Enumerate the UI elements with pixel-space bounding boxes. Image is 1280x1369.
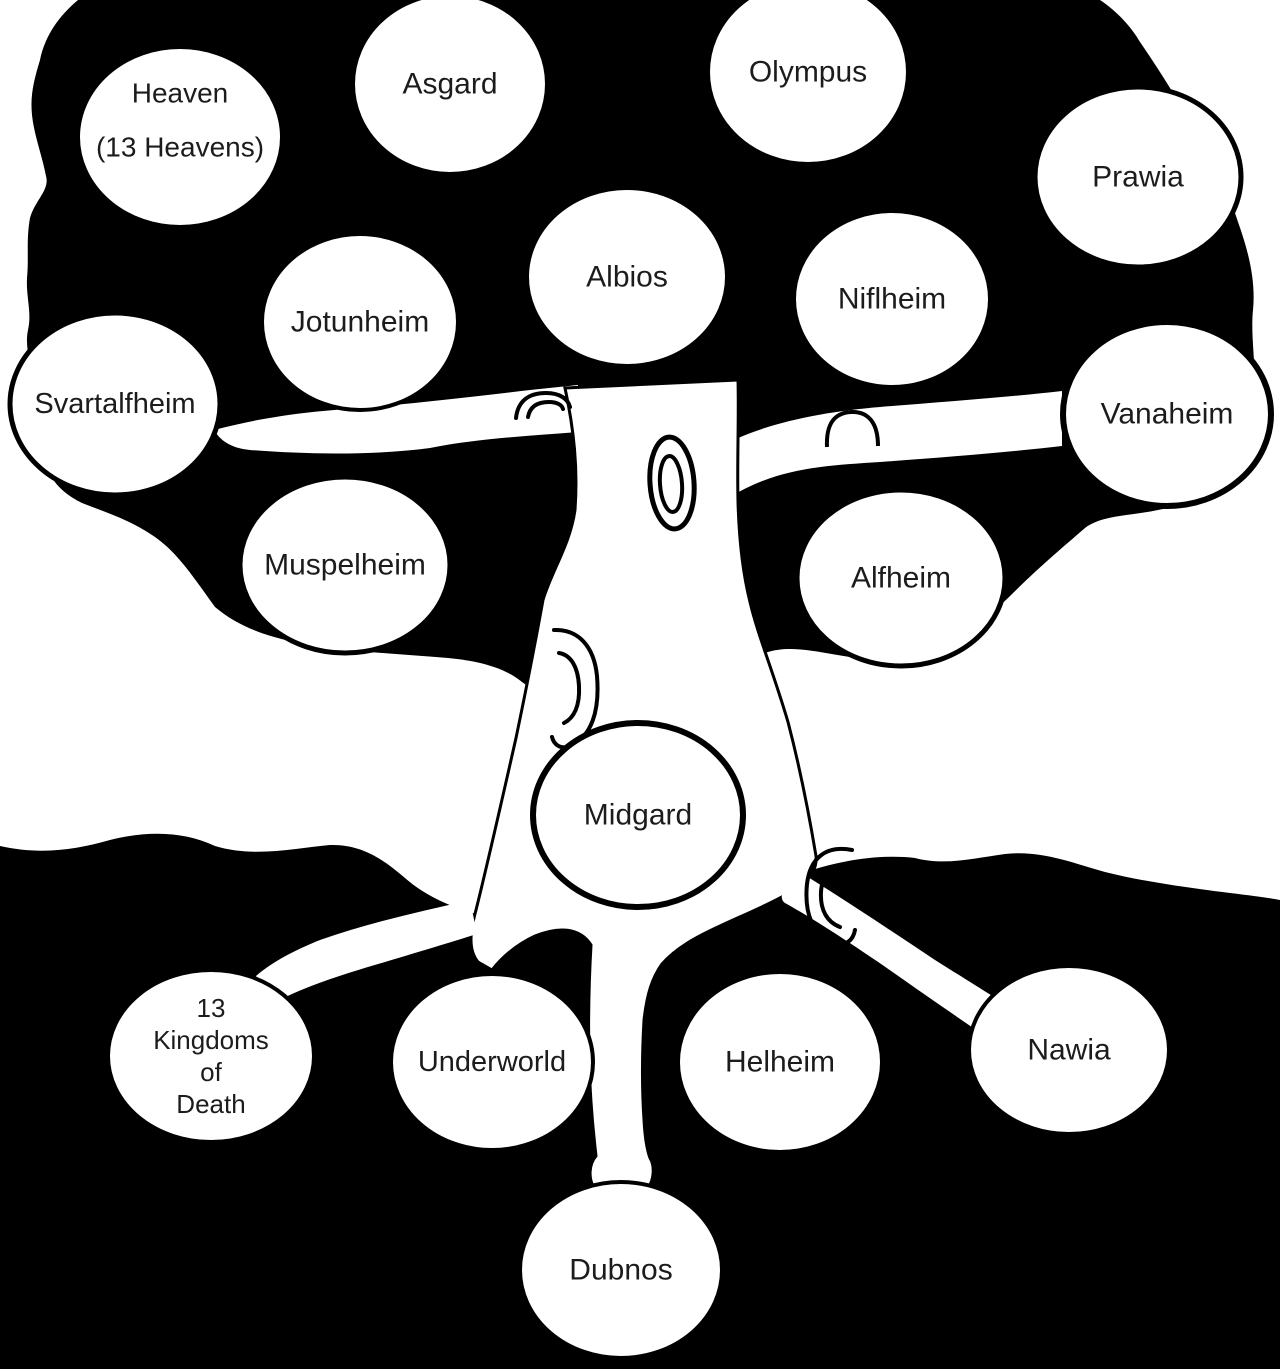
realm-label: Svartalfheim <box>34 388 195 420</box>
realm-node-underworld: Underworld <box>389 972 595 1152</box>
realm-label: Prawia <box>1092 161 1184 194</box>
realm-label: Dubnos <box>569 1254 672 1287</box>
realm-label: (13 Heavens) <box>96 132 264 163</box>
realm-node-dubnos: Dubnos <box>518 1180 724 1360</box>
realm-circle <box>7 310 223 498</box>
realm-circle <box>1032 84 1244 270</box>
realm-node-jotunheim: Jotunheim <box>260 232 460 412</box>
realm-label: Midgard <box>584 799 692 832</box>
branch-scar-icon <box>824 409 880 448</box>
realm-circle <box>967 964 1171 1136</box>
realm-circle <box>237 474 453 656</box>
realm-layer: Heaven (13 Heavens) Asgard OlympusPrawiaAlb… <box>7 0 1274 1360</box>
realm-label: 13 <box>197 993 226 1023</box>
trunk-knot-left-icon <box>550 627 600 750</box>
realm-circle <box>351 0 549 176</box>
realm-circle <box>530 720 746 910</box>
realm-label: Asgard <box>402 68 497 101</box>
realm-node-nawia: Nawia <box>967 964 1171 1136</box>
realm-circle <box>794 487 1008 669</box>
realm-label: Kingdoms <box>153 1025 269 1055</box>
realm-label: Vanaheim <box>1101 398 1234 431</box>
realm-node-helheim: Helheim <box>676 970 884 1154</box>
realm-label: Heaven <box>132 78 229 109</box>
realm-circle <box>1060 319 1274 509</box>
realm-label: Niflheim <box>838 283 946 316</box>
realm-node-heaven-13-heavens: Heaven (13 Heavens) <box>76 45 284 229</box>
realm-node-vanaheim: Vanaheim <box>1060 319 1274 509</box>
realm-node-midgard: Midgard <box>530 720 746 910</box>
realm-node-olympus: Olympus <box>706 0 910 166</box>
realm-circle <box>676 970 884 1154</box>
realm-label: Olympus <box>749 56 867 89</box>
realm-circle <box>76 45 284 229</box>
realm-circle <box>525 186 729 368</box>
left-branch-channel-shape <box>214 385 578 454</box>
realm-node-niflheim: Niflheim <box>792 209 992 389</box>
realm-label: Jotunheim <box>291 306 429 339</box>
realm-node-albios: Albios <box>525 186 729 368</box>
realm-node-alfheim: Alfheim <box>794 487 1008 669</box>
realm-node-prawia: Prawia <box>1032 84 1244 270</box>
trunk-knothole-icon <box>647 434 697 532</box>
left-root-channel-shape <box>256 900 477 1006</box>
realm-label: Death <box>176 1089 245 1119</box>
right-branch-channel-shape <box>718 391 1062 505</box>
realm-node-svartalfheim: Svartalfheim <box>7 310 223 498</box>
realm-label: Underworld <box>418 1046 566 1078</box>
realm-node-asgard: Asgard <box>351 0 549 176</box>
realm-node-muspelheim: Muspelheim <box>237 474 453 656</box>
realm-circle <box>518 1180 724 1360</box>
realm-label: of <box>200 1057 222 1087</box>
realm-label: Nawia <box>1027 1034 1111 1067</box>
realm-label: Albios <box>586 261 668 294</box>
realm-label: Muspelheim <box>264 549 426 582</box>
branch-curl-icon <box>514 390 572 420</box>
realm-label: Alfheim <box>851 562 951 595</box>
realm-circle <box>389 972 595 1152</box>
realm-circle <box>260 232 460 412</box>
trunk-knot-right-icon <box>804 846 857 947</box>
realm-circle <box>706 0 910 166</box>
realm-circle <box>792 209 992 389</box>
right-root-channel-shape <box>781 872 994 1030</box>
realm-circle <box>106 968 316 1144</box>
realm-label: Helheim <box>725 1046 835 1079</box>
